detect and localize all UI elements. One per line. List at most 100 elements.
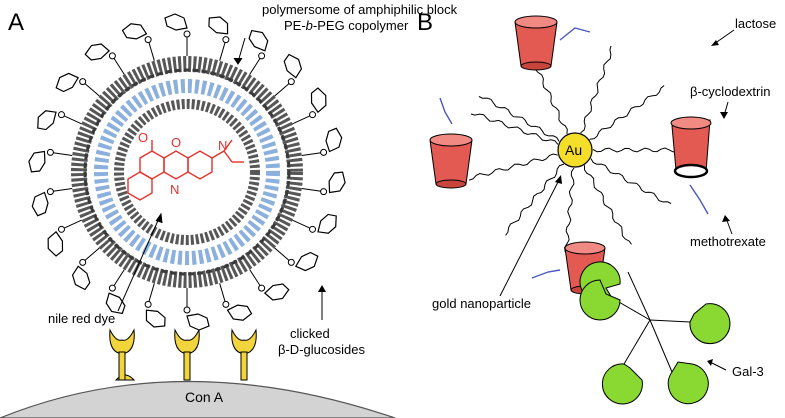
glucosides-label: β-D-glucosides [278,342,365,357]
glucoside-ring [326,169,348,196]
panel-a: A Con A [0,2,458,418]
methotrexate-label: methotrexate [690,234,766,249]
polymersome-label-line1: polymersome of amphiphilic block [262,2,458,17]
glucoside-ring [315,210,341,239]
glucoside-oxygen [222,300,230,308]
ligand-tether [592,147,686,153]
glucoside-oxygen [144,300,152,308]
glucoside-ring [164,13,188,31]
glucoside-ring [33,105,59,134]
ligand-tether [589,85,665,140]
lectin-receptor [231,328,257,381]
dye-atom-n: N [170,182,179,197]
ligand-tether [470,113,559,145]
ligand-tether [590,158,672,204]
glucoside-linker [147,283,155,305]
nile-red-dye [127,139,244,201]
glucoside-shell [26,13,348,331]
glucoside-oxygen [57,111,65,119]
glucoside-ring [323,127,344,153]
glucoside-oxygen [79,78,87,86]
cyclodextrin [670,116,712,215]
dye-atom-n: N [218,138,227,153]
polymersome-label-line2: PE-b-PEG copolymer [284,18,409,33]
glucoside-oxygen [144,36,152,44]
panel-b: B Au [417,9,776,405]
glucoside-linker [292,114,313,125]
glucoside-oxygen [57,225,65,233]
lectin-receptor [109,328,136,381]
cyclodextrin [514,15,591,71]
glucoside-oxygen [258,52,266,60]
glucoside-ring [306,85,332,114]
polymersome-outer-layer [71,56,303,288]
glucoside-oxygen [79,258,87,266]
glucoside-oxygen [183,306,191,314]
gold-nanoparticle [557,132,593,168]
ligand-tether [584,165,632,245]
glucoside-ring [120,19,148,43]
ligand-tether [478,96,560,142]
glucoside-ring [205,13,233,37]
glucoside-ring [42,230,68,259]
glucoside-oxygen [287,258,295,266]
glucoside-oxygen [183,30,191,38]
glucoside-linker [61,219,82,230]
glucoside-ring [30,191,51,217]
glucoside-linker [274,81,292,97]
nile-red-label: nile red dye [48,311,115,326]
glucoside-linker [274,247,292,263]
clicked-label: clicked [290,326,330,341]
glucoside-ring [141,307,169,331]
cyclodextrin-label: β-cyclodextrin [690,84,770,99]
glucoside-linker [219,39,227,61]
glucoside-oxygen [320,188,328,196]
con-a-surface [0,380,396,418]
glucoside-linker [301,188,324,193]
glucoside-oxygen [108,284,116,292]
polymersome-inner-layer [94,79,280,265]
glucoside-ring [226,301,254,325]
galectin-3 [579,261,731,405]
gold-nanoparticle-label: gold nanoparticle [432,296,531,311]
glucoside-ring [66,264,95,293]
panel-a-letter: A [8,9,24,36]
glucoside-linker [147,39,155,61]
glucoside-linker [111,55,125,75]
cyclodextrin [429,97,473,189]
glucoside-linker [111,269,125,289]
glucoside-linker [292,219,313,230]
dye-atom-o: O [138,130,148,145]
ligand-tether [505,163,565,236]
glucoside-linker [50,151,73,156]
glucoside-linker [219,283,227,305]
glucoside-ring [186,313,210,331]
polymersome-label-pre: PE- [284,18,306,33]
glucoside-oxygen [287,78,295,86]
lectin-receptor [174,328,200,381]
glucoside-ring [279,51,308,80]
glucoside-ring [263,278,292,306]
glucoside-oxygen [320,148,328,156]
glucoside-linker [82,81,100,97]
polymersome-label-post: -PEG copolymer [313,18,409,33]
glucoside-oxygen [46,188,54,196]
lactose-label: lactose [735,16,776,31]
ligand-tether [469,153,558,181]
glucoside-oxygen [258,284,266,292]
gal3-label: Gal-3 [732,364,764,379]
glucoside-oxygen [309,225,317,233]
glucoside-linker [301,151,324,156]
glucoside-oxygen [222,36,230,44]
ligand-tether [564,167,575,260]
polymersome-label-italic: b [306,18,313,33]
glucoside-oxygen [46,148,54,156]
glucoside-ring [82,38,111,66]
dye-arrow [117,215,161,312]
gold-core-label: Au [565,142,582,158]
glucoside-linker [61,114,82,125]
glucoside-linker [50,188,73,193]
glucoside-linker [82,247,100,263]
